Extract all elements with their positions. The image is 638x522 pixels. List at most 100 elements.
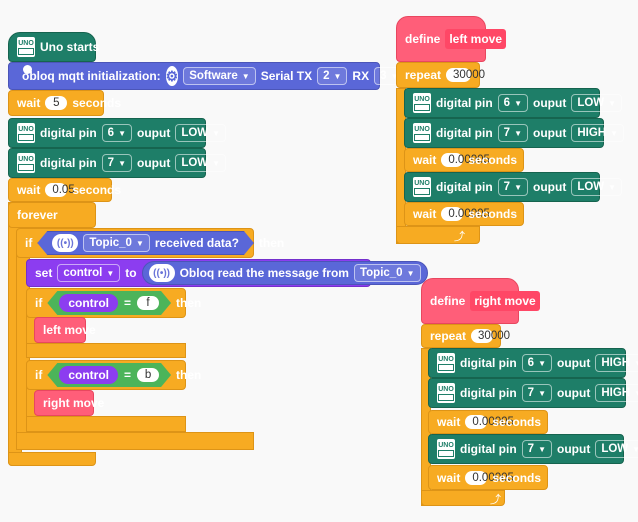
wait-value-input[interactable]: 0.00005 [465,470,514,485]
digital-pin-6-block[interactable]: UNO digital pin 6▼ ouput LOW▼ [404,88,623,118]
digital-pin-7-block[interactable]: UNO digital pin 7▼ ouput LOW▼ [428,434,638,464]
right-move-call-block[interactable]: right move [34,390,104,416]
repeat-block[interactable]: repeat 30000 [421,324,510,348]
compare-value-input[interactable]: f [137,296,159,310]
wait-label: wait [437,470,461,485]
pin-dropdown[interactable]: 7▼ [497,124,528,142]
equals-condition[interactable]: control = f [47,291,171,315]
digital-pin-label: digital pin [40,126,97,140]
wait-block[interactable]: wait 0.00005 seconds [404,202,524,226]
wait-label: wait [413,153,437,167]
ouput-label: ouput [137,156,171,170]
repeat-block[interactable]: repeat 30000 [396,62,485,88]
loop-arrow-icon: ⤴ [490,494,501,506]
hat-label: Uno starts [40,40,100,54]
repeat-count-input[interactable]: 30000 [446,68,485,82]
level-dropdown[interactable]: LOW▼ [175,124,227,142]
if-control-b-block[interactable]: if control = b then [26,360,201,390]
set-label: set [35,266,53,280]
wait-value-input[interactable]: 0.00005 [465,415,514,429]
if-received-block[interactable]: if ((•)) Topic_0▼ received data? then [16,228,284,258]
level-dropdown[interactable]: HIGH▼ [571,124,624,142]
digital-pin-7-block[interactable]: UNO digital pin 7▼ ouput LOW▼ [8,148,227,178]
uno-board-icon: UNO [413,123,431,143]
level-dropdown[interactable]: HIGH▼ [595,354,638,372]
equals-label: = [124,368,132,382]
wait-block[interactable]: wait 0.00005 seconds [404,148,524,172]
forever-label: forever [17,208,58,222]
ouput-label: ouput [533,180,567,194]
left-move-call-block[interactable]: left move [34,317,96,343]
if-label: if [25,236,33,250]
then-label: then [258,236,285,250]
uno-starts-block[interactable]: UNO Uno starts [8,32,100,62]
wait-block[interactable]: wait 0.00005 seconds [428,410,548,434]
digital-pin-7-block[interactable]: UNO digital pin 7▼ ouput LOW▼ [404,172,623,202]
pin-dropdown[interactable]: 6▼ [101,124,132,142]
uno-board-icon: UNO [437,383,455,403]
define-label: define [430,294,466,308]
mqtt-mode-dropdown[interactable]: Software▼ [183,67,256,85]
topic-dropdown[interactable]: Topic_0▼ [83,234,150,252]
define-left-move-block[interactable]: define left move [396,16,507,62]
if-f-bottom [26,343,186,358]
wait-block[interactable]: wait 5 seconds [8,90,121,116]
ouput-label: ouput [557,442,591,456]
repeat-bottom [421,490,505,506]
wait-value-input[interactable]: 0.00005 [441,153,490,167]
uno-board-icon: UNO [17,37,35,57]
tx-dropdown[interactable]: 2▼ [317,67,348,85]
control-reporter[interactable]: control [59,366,118,384]
topic-dropdown[interactable]: Topic_0▼ [353,264,421,282]
wait-block[interactable]: wait 0.05 seconds [8,178,121,202]
wait-value-input[interactable]: 0.00005 [441,207,490,221]
uno-board-icon: UNO [17,153,35,173]
level-dropdown[interactable]: HIGH▼ [595,384,638,402]
level-dropdown[interactable]: LOW▼ [571,178,623,196]
wait-value-input[interactable]: 5 [45,96,68,110]
uno-board-icon: UNO [413,93,431,113]
compare-value-input[interactable]: b [137,368,159,382]
set-variable-block[interactable]: set control▼ to ((•)) Obloq read the mes… [26,259,428,287]
uno-board-icon: UNO [17,123,35,143]
level-dropdown[interactable]: LOW▼ [571,94,623,112]
control-reporter[interactable]: control [59,294,118,312]
wait-block[interactable]: wait 0.00005 seconds [428,465,548,490]
received-data-condition[interactable]: ((•)) Topic_0▼ received data? [37,231,254,255]
if-label: if [35,368,43,382]
equals-condition[interactable]: control = b [47,363,171,387]
uno-board-icon: UNO [437,353,455,373]
pin-dropdown[interactable]: 7▼ [101,154,132,172]
digital-pin-label: digital pin [460,386,517,400]
wifi-icon: ((•)) [148,264,175,282]
function-name[interactable]: right move [470,291,540,311]
forever-bottom [8,452,96,466]
gear-icon[interactable]: ⚙ [165,66,179,86]
digital-pin-7-block[interactable]: UNO digital pin 7▼ ouput HIGH▼ [404,118,624,148]
digital-pin-6-block[interactable]: UNO digital pin 6▼ ouput LOW▼ [8,118,227,148]
wait-label: wait [437,415,461,429]
then-label: then [176,296,202,310]
received-label: received data? [154,236,239,250]
level-dropdown[interactable]: LOW▼ [595,440,638,458]
variable-dropdown[interactable]: control▼ [57,264,121,282]
pin-dropdown[interactable]: 7▼ [521,440,552,458]
define-right-move-block[interactable]: define right move [421,278,540,324]
level-dropdown[interactable]: LOW▼ [175,154,227,172]
digital-pin-7-block[interactable]: UNO digital pin 7▼ ouput HIGH▼ [428,378,638,408]
pin-dropdown[interactable]: 7▼ [521,384,552,402]
function-name[interactable]: left move [445,29,507,49]
pin-dropdown[interactable]: 6▼ [521,354,552,372]
wifi-icon: ((•)) [52,234,78,252]
forever-block[interactable]: forever [8,202,96,228]
obloq-read-reporter[interactable]: ((•)) Obloq read the message from Topic_… [141,261,428,285]
wait-label: wait [17,183,41,197]
repeat-label: repeat [430,329,467,343]
wait-value-input[interactable]: 0.05 [45,183,75,197]
repeat-count-input[interactable]: 30000 [471,329,510,343]
if-control-f-block[interactable]: if control = f then [26,288,201,318]
pin-dropdown[interactable]: 6▼ [497,94,528,112]
digital-pin-6-block[interactable]: UNO digital pin 6▼ ouput HIGH▼ [428,348,638,378]
obloq-mqtt-init-block[interactable]: obloq mqtt initialization: ⚙ Software▼ S… [8,62,405,90]
pin-dropdown[interactable]: 7▼ [497,178,528,196]
